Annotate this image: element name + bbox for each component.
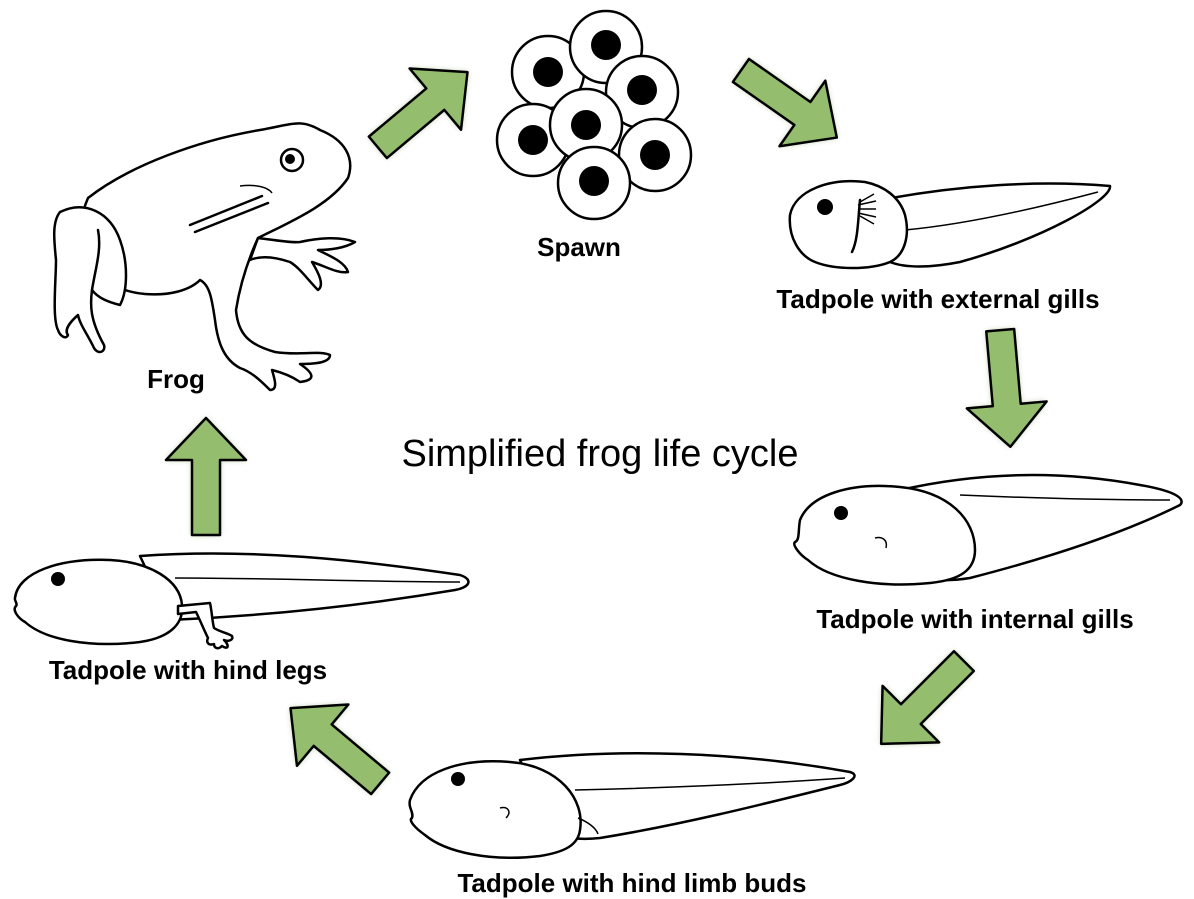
arrow-internal-gills-to-limb-buds [853, 633, 992, 772]
arrow-external-to-internal-gills [960, 327, 1050, 451]
tadpole-external-gills-illustration [790, 181, 1110, 268]
label-tadpole-internal-gills: Tadpole with internal gills [816, 604, 1133, 635]
tadpole-hind-legs-illustration [15, 553, 469, 648]
label-tadpole-external-gills: Tadpole with external gills [776, 284, 1099, 315]
arrow-spawn-to-external-gills [718, 38, 860, 171]
tadpole-hind-limb-buds-illustration [410, 753, 855, 858]
label-tadpole-hind-legs: Tadpole with hind legs [49, 655, 327, 686]
spawn-illustration [497, 11, 691, 219]
tadpole-internal-gills-illustration [794, 475, 1181, 584]
arrow-frog-to-spawn [352, 42, 493, 178]
diagram-title: Simplified frog life cycle [401, 433, 798, 476]
arrow-limb-buds-to-hind-legs [265, 678, 406, 814]
label-spawn: Spawn [537, 232, 621, 263]
label-frog: Frog [147, 364, 205, 395]
frog-illustration [54, 123, 355, 390]
arrow-hind-legs-to-frog [166, 418, 246, 535]
label-tadpole-hind-limb-buds: Tadpole with hind limb buds [457, 868, 806, 899]
